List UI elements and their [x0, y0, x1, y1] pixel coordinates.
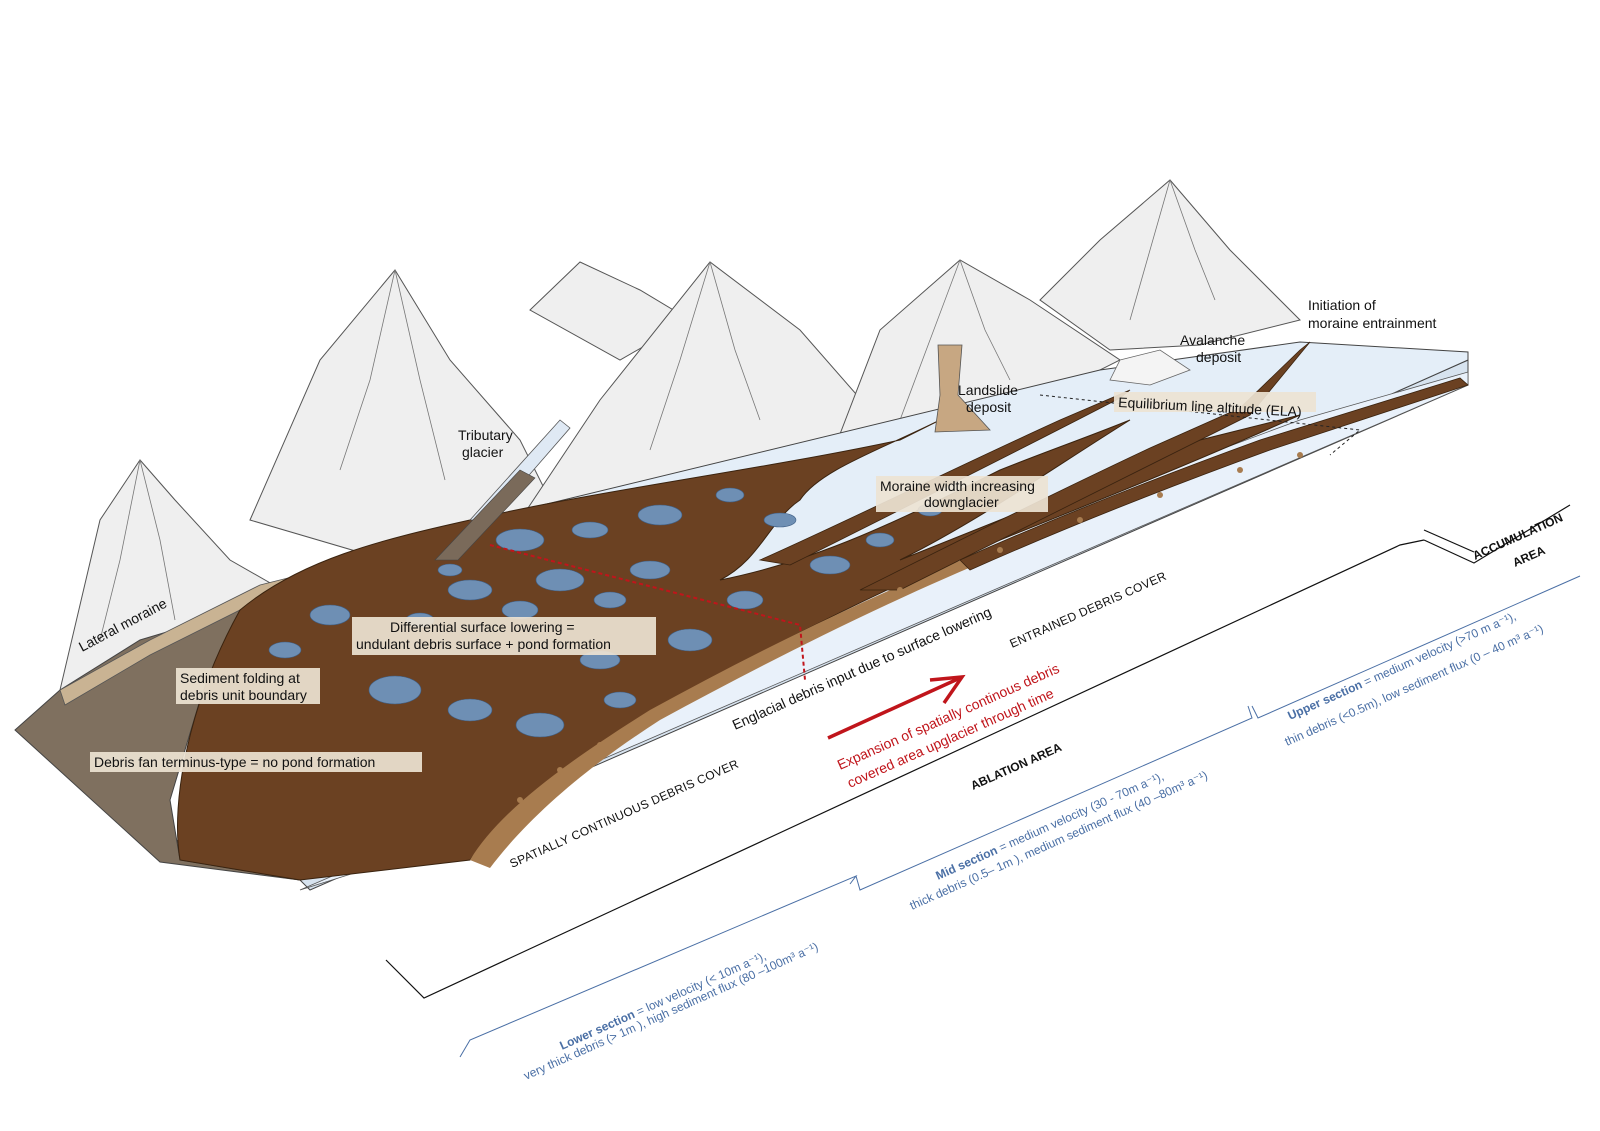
mid-section-rest: = medium velocity (30 - 70m a⁻¹), [994, 769, 1166, 856]
ablation-bracket [385, 539, 1425, 999]
pond [515, 712, 565, 738]
label-tributary-2: glacier [462, 444, 504, 460]
label-moraine-width-box [876, 476, 1048, 512]
pond [637, 504, 683, 526]
label-folding-2: debris unit boundary [180, 687, 307, 703]
label-differential-box [352, 617, 656, 655]
debris-dot [847, 612, 853, 618]
label-folding-1: Sediment folding at [180, 670, 300, 686]
ablation-bracket-tick [1423, 529, 1475, 553]
supraglacial-ponds [268, 487, 943, 738]
label-folding-box [176, 668, 320, 704]
pond [629, 560, 671, 580]
label-entrained: ENTRAINED DEBRIS COVER [1008, 569, 1169, 651]
label-ablation: ABLATION AREA [969, 740, 1065, 793]
label-expansion-2: covered area upglacier through time [845, 685, 1056, 791]
mid-section-line1: Mid section = medium velocity (30 - 70m … [934, 769, 1166, 883]
pond [667, 628, 713, 652]
pond [809, 555, 851, 575]
expansion-arrow [827, 674, 966, 740]
debris-boundary-line [489, 544, 806, 681]
accumulation-bracket [1423, 504, 1571, 564]
pond [865, 532, 895, 548]
pond [437, 563, 463, 577]
pond [535, 568, 585, 592]
debris-dot [1077, 517, 1083, 523]
pond [593, 591, 627, 609]
debris-dot [997, 547, 1003, 553]
debris-dot [597, 742, 603, 748]
mountain-small-back [529, 261, 691, 361]
debris-dot [697, 687, 703, 693]
debris-dot [647, 715, 653, 721]
label-tributary-1: Tributary [458, 427, 513, 443]
pond [447, 698, 493, 722]
label-landslide-2: deposit [966, 399, 1011, 415]
debris-dot [517, 797, 523, 803]
mountain-ridges [99, 179, 1216, 641]
pond [715, 487, 745, 503]
label-initiation-2: moraine entrainment [1308, 315, 1437, 331]
medial-moraine-2 [859, 341, 1311, 591]
pond [501, 600, 539, 620]
debris-dot [897, 587, 903, 593]
englacial-debris-dots [517, 452, 1303, 803]
upper-section-line2: thin debris (<0.5m), low sediment flux (… [1283, 621, 1546, 748]
label-moraine-width-2: downglacier [924, 494, 999, 510]
label-accumulation-2: AREA [1511, 543, 1548, 570]
label-avalanche-2: deposit [1196, 349, 1241, 365]
pond [368, 675, 422, 705]
lower-section-bracket [459, 874, 858, 1058]
upper-section-line1: Upper section = medium velocity (>70 m a… [1286, 609, 1519, 723]
pond [726, 590, 764, 610]
label-fan-box [90, 752, 422, 772]
upper-section-bracket [1251, 575, 1581, 719]
label-avalanche-1: Avalanche [1180, 332, 1245, 348]
pond [447, 579, 493, 601]
zone-brackets [385, 504, 1571, 999]
mid-section-bracket [855, 705, 1253, 891]
debris-dot [1157, 492, 1163, 498]
pond [495, 528, 545, 552]
mid-section-line2: thick debris (0.5– 1m ), medium sediment… [908, 768, 1210, 913]
lower-section-line1: Lower section = low velocity (< 10m a⁻¹)… [558, 949, 769, 1053]
medial-moraine-3 [959, 377, 1469, 571]
pond [268, 641, 302, 659]
pond [763, 512, 797, 528]
label-landslide-1: Landslide [958, 382, 1018, 398]
lower-section-line2: very thick debris (> 1m ), high sediment… [522, 939, 821, 1082]
label-initiation-1: Initiation of [1308, 297, 1376, 313]
label-differential-1: Differential surface lowering = [390, 619, 575, 635]
debris-dot [747, 662, 753, 668]
debris-dot [1237, 467, 1243, 473]
debris-margin-light [470, 545, 1000, 868]
mountain-far-right [1039, 179, 1301, 351]
landslide-cone [934, 344, 991, 433]
section-brackets [459, 575, 1581, 1058]
pond [309, 604, 351, 626]
label-fan: Debris fan terminus-type = no pond forma… [94, 754, 375, 770]
debris-dot [557, 767, 563, 773]
label-moraine-width-1: Moraine width increasing [880, 478, 1035, 494]
tributary-debris [434, 469, 536, 561]
pond [571, 521, 609, 539]
debris-dot [1297, 452, 1303, 458]
label-ela-box [1114, 392, 1316, 412]
label-differential-2: undulant debris surface + pond formation [356, 636, 611, 652]
pond [603, 691, 637, 709]
avalanche-cone [1109, 349, 1191, 386]
